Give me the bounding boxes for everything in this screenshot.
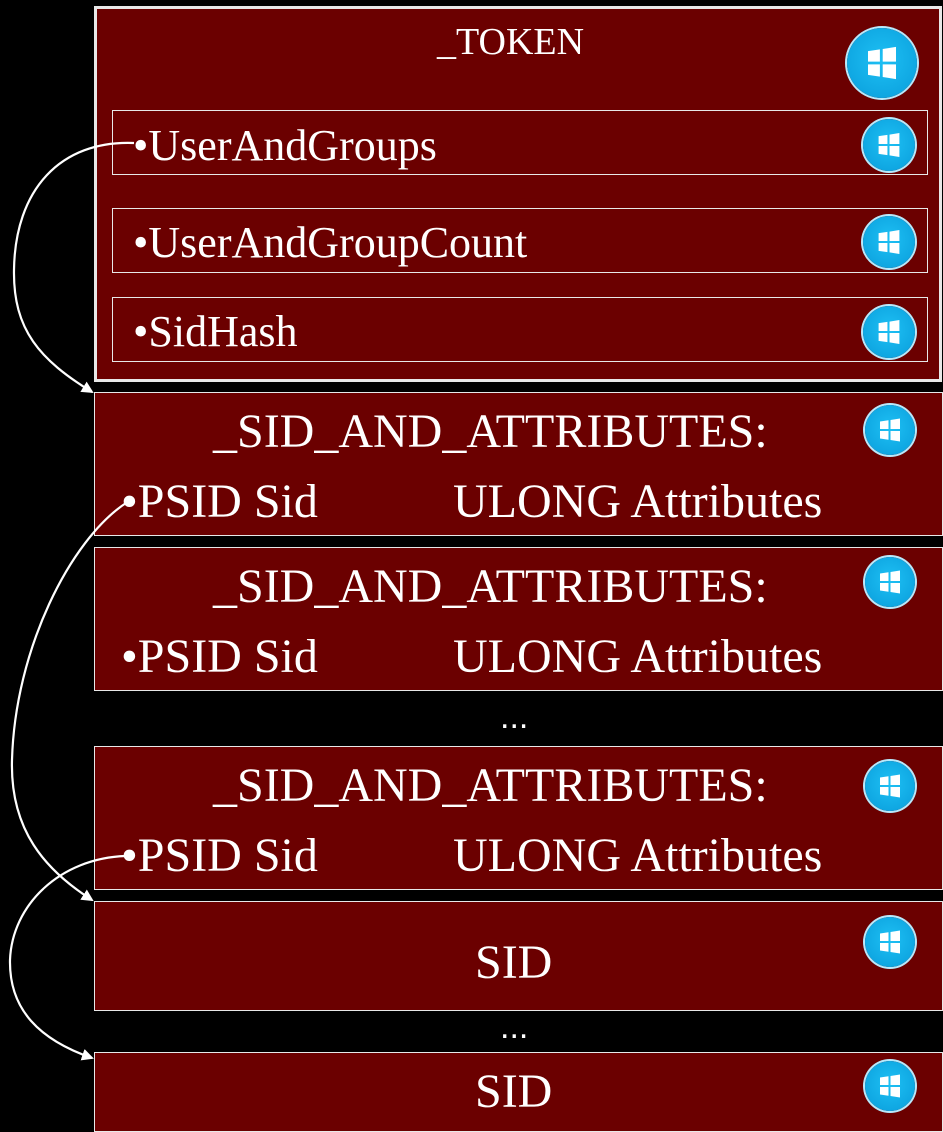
entry-title: _SID_AND_ATTRIBUTES: xyxy=(213,405,768,458)
field-label: •UserAndGroups xyxy=(133,121,437,170)
windows-logo-icon xyxy=(863,306,915,358)
token-title: _TOKEN xyxy=(437,21,585,63)
ulong-attributes-field: ULONG Attributes xyxy=(453,475,823,528)
psid-sid-field: •PSID Sid xyxy=(121,630,318,683)
windows-logo-icon xyxy=(863,119,915,171)
windows-logo-icon xyxy=(865,1061,915,1111)
field-label: •UserAndGroupCount xyxy=(133,218,528,267)
ulong-attributes-field: ULONG Attributes xyxy=(453,630,823,683)
windows-logo-icon xyxy=(865,917,915,967)
windows-logo-icon xyxy=(863,216,915,268)
sid-label: SID xyxy=(475,1065,553,1118)
token-field-user-and-group-count: •UserAndGroupCount xyxy=(112,208,928,273)
windows-logo-icon xyxy=(847,28,917,98)
sid-box: SID xyxy=(94,1052,943,1132)
token-field-user-and-groups: •UserAndGroups xyxy=(112,110,928,175)
psid-sid-field: •PSID Sid xyxy=(121,829,318,882)
windows-logo-icon xyxy=(865,761,915,811)
sid-label: SID xyxy=(475,936,553,989)
windows-logo-icon xyxy=(865,405,915,455)
token-field-sid-hash: •SidHash xyxy=(112,297,928,362)
sid-and-attributes-entry: _SID_AND_ATTRIBUTES: •PSID Sid ULONG Att… xyxy=(94,392,943,536)
ellipsis: ... xyxy=(500,1008,529,1046)
ulong-attributes-field: ULONG Attributes xyxy=(453,829,823,882)
sid-and-attributes-entry: _SID_AND_ATTRIBUTES: •PSID Sid ULONG Att… xyxy=(94,547,943,691)
sid-box: SID xyxy=(94,901,943,1011)
windows-logo-icon xyxy=(865,557,915,607)
entry-title: _SID_AND_ATTRIBUTES: xyxy=(213,759,768,812)
sid-and-attributes-entry: _SID_AND_ATTRIBUTES: •PSID Sid ULONG Att… xyxy=(94,746,943,890)
ellipsis: ... xyxy=(500,698,529,736)
psid-sid-field: •PSID Sid xyxy=(121,475,318,528)
field-label: •SidHash xyxy=(133,307,298,356)
entry-title: _SID_AND_ATTRIBUTES: xyxy=(213,560,768,613)
